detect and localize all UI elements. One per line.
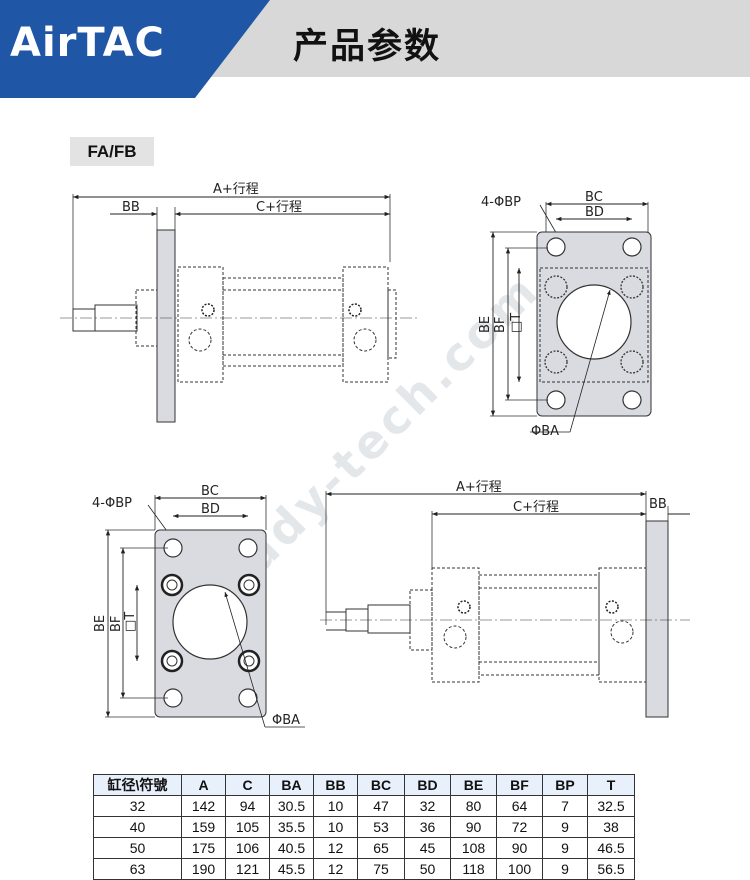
- table-row: 40 159 105 35.5 10 53 36 90 72 9 38: [93, 816, 635, 838]
- table-cell: 118: [450, 858, 497, 880]
- table-cell: 105: [225, 816, 270, 838]
- table-cell: 36: [404, 816, 451, 838]
- table-cell: 80: [450, 795, 497, 817]
- dim-bc-label: BC: [585, 190, 603, 205]
- side-view-bottom: A+行程 C+行程 BB: [320, 480, 690, 718]
- table-cell: 46.5: [587, 837, 635, 859]
- table-header: C: [225, 774, 270, 796]
- table-cell: 50: [404, 858, 451, 880]
- table-cell: 106: [225, 837, 270, 859]
- front-view-top: BC BD 4-ΦBP BE BF □T ΦBA: [478, 190, 652, 439]
- page-title: 产品参数: [293, 27, 442, 67]
- table-cell: 56.5: [587, 858, 635, 880]
- table-header: BP: [542, 774, 588, 796]
- table-cell: 159: [181, 816, 226, 838]
- parameters-table: 缸径\符號 A C BA BB BC BD BE BF BP T 32 142 …: [93, 774, 635, 880]
- dim-be-label-2: BE: [93, 615, 108, 632]
- dim-bp-label-2: 4-ΦBP: [92, 496, 132, 511]
- table-cell: 121: [225, 858, 270, 880]
- section-label: FA/FB: [70, 137, 154, 166]
- table-cell: 100: [496, 858, 543, 880]
- table-cell: 12: [313, 858, 358, 880]
- table-cell: 12: [313, 837, 358, 859]
- table-cell: 90: [496, 837, 543, 859]
- table-cell: 45: [404, 837, 451, 859]
- table-cell: 45.5: [269, 858, 314, 880]
- table-cell: 30.5: [269, 795, 314, 817]
- table-cell: 50: [93, 837, 182, 859]
- table-cell: 7: [542, 795, 588, 817]
- table-header: BC: [357, 774, 405, 796]
- table-header: BE: [450, 774, 497, 796]
- table-cell: 9: [542, 837, 588, 859]
- table-cell: 10: [313, 816, 358, 838]
- brand-logo: AirTAC: [10, 20, 165, 66]
- table-cell: 108: [450, 837, 497, 859]
- table-header: T: [587, 774, 635, 796]
- dim-c-label-2: C+行程: [513, 500, 559, 515]
- front-view-bottom: BC BD 4-ΦBP BE BF □T ΦBA: [92, 484, 305, 728]
- dim-bd-label-2: BD: [201, 502, 220, 517]
- dim-bp-label: 4-ΦBP: [481, 195, 521, 210]
- table-header-row: 缸径\符號 A C BA BB BC BD BE BF BP T: [93, 774, 635, 796]
- table-row: 50 175 106 40.5 12 65 45 108 90 9 46.5: [93, 837, 635, 859]
- dim-t-label: □T: [509, 313, 524, 333]
- table-header: BF: [496, 774, 543, 796]
- dim-bb-label: BB: [122, 200, 140, 215]
- dim-bd-label: BD: [585, 205, 604, 220]
- dim-t-label-2: □T: [123, 612, 138, 632]
- dim-bc-label-2: BC: [201, 484, 219, 499]
- technical-drawing: steady-tech.com A+行程 C+行程 BB: [60, 182, 690, 728]
- table-cell: 40: [93, 816, 182, 838]
- table-cell: 65: [357, 837, 405, 859]
- table-cell: 72: [496, 816, 543, 838]
- dim-be-label: BE: [478, 316, 493, 333]
- table-row: 63 190 121 45.5 12 75 50 118 100 9 56.5: [93, 858, 635, 880]
- table-cell: 47: [357, 795, 405, 817]
- table-header: BB: [313, 774, 358, 796]
- table-cell: 175: [181, 837, 226, 859]
- side-view-top: A+行程 C+行程 BB: [60, 182, 420, 423]
- dim-bf-label-2: BF: [109, 616, 124, 632]
- table-cell: 190: [181, 858, 226, 880]
- table-cell: 90: [450, 816, 497, 838]
- dim-a-label-2: A+行程: [456, 480, 502, 495]
- dim-ba-label: ΦBA: [531, 424, 559, 439]
- table-cell: 75: [357, 858, 405, 880]
- table-cell: 35.5: [269, 816, 314, 838]
- table-row: 32 142 94 30.5 10 47 32 80 64 7 32.5: [93, 795, 635, 817]
- dim-c-label: C+行程: [256, 200, 302, 215]
- dim-ba-label-2: ΦBA: [272, 713, 300, 728]
- table-cell: 9: [542, 816, 588, 838]
- dim-a-label: A+行程: [213, 182, 259, 197]
- table-cell: 32: [404, 795, 451, 817]
- table-cell: 94: [225, 795, 270, 817]
- table-cell: 32.5: [587, 795, 635, 817]
- table-cell: 142: [181, 795, 226, 817]
- table-cell: 40.5: [269, 837, 314, 859]
- table-cell: 53: [357, 816, 405, 838]
- table-cell: 9: [542, 858, 588, 880]
- table-cell: 63: [93, 858, 182, 880]
- table-header: 缸径\符號: [93, 774, 182, 796]
- dim-bb-label-2: BB: [649, 497, 667, 512]
- table-header: BA: [269, 774, 314, 796]
- table-cell: 32: [93, 795, 182, 817]
- table-cell: 10: [313, 795, 358, 817]
- table-cell: 64: [496, 795, 543, 817]
- table-header: BD: [404, 774, 451, 796]
- table-cell: 38: [587, 816, 635, 838]
- table-header: A: [181, 774, 226, 796]
- dim-bf-label: BF: [493, 317, 508, 333]
